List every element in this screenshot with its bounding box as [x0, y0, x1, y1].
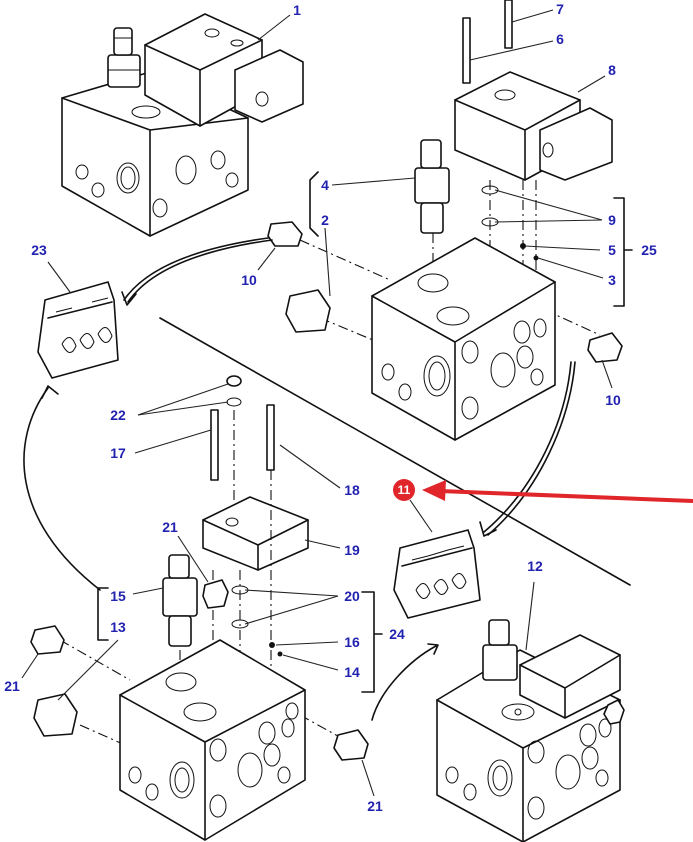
callout-4[interactable]: 4 — [321, 177, 329, 193]
callout-19[interactable]: 19 — [344, 542, 360, 558]
plug-10-right — [587, 332, 623, 363]
arrow-to-assembly-12 — [371, 645, 437, 721]
callout-2[interactable]: 2 — [321, 212, 329, 228]
seal-kit-bag-11 — [393, 529, 481, 619]
callout-23[interactable]: 23 — [31, 242, 47, 258]
plug-10-left — [267, 221, 303, 247]
callout-9[interactable]: 9 — [608, 212, 616, 228]
callout-24[interactable]: 24 — [389, 626, 405, 642]
callout-13[interactable]: 13 — [110, 619, 126, 635]
callout-6[interactable]: 6 — [556, 31, 564, 47]
callout-1[interactable]: 1 — [293, 2, 301, 18]
arrow-to-bag-23 — [127, 239, 273, 303]
separator-line — [159, 317, 631, 586]
valve-block-upper-exploded — [267, 0, 633, 441]
leader-lines — [21, 9, 613, 797]
callout-21-upper[interactable]: 21 — [162, 519, 178, 535]
valve-block-lower-exploded — [30, 375, 383, 841]
callout-22[interactable]: 22 — [110, 407, 126, 423]
callout-10-upper-right[interactable]: 10 — [605, 392, 621, 408]
highlight-badge-11[interactable]: 11 — [393, 479, 415, 501]
callout-17[interactable]: 17 — [110, 445, 126, 461]
callout-21-left[interactable]: 21 — [4, 678, 20, 694]
callout-16[interactable]: 16 — [344, 634, 360, 650]
highlight-arrow — [422, 480, 693, 503]
valve-assembly-top-left — [61, 13, 304, 237]
callout-15[interactable]: 15 — [110, 588, 126, 604]
callout-3[interactable]: 3 — [608, 272, 616, 288]
callout-10-upper-left[interactable]: 10 — [241, 272, 257, 288]
callout-12[interactable]: 12 — [527, 558, 543, 574]
callout-14[interactable]: 14 — [344, 664, 360, 680]
callout-20[interactable]: 20 — [344, 588, 360, 604]
plug-21-left — [30, 625, 65, 655]
callout-8[interactable]: 8 — [608, 62, 616, 78]
arrow-bag-23-to-block — [23, 387, 101, 591]
plug-13 — [33, 693, 78, 737]
plug-2 — [285, 289, 331, 333]
valve-assembly-bottom-right — [436, 619, 625, 842]
arrow-to-bag-11 — [487, 361, 576, 536]
callout-21-right[interactable]: 21 — [367, 798, 383, 814]
callout-7[interactable]: 7 — [556, 1, 564, 17]
callout-5[interactable]: 5 — [608, 242, 616, 258]
plug-21-right — [333, 729, 369, 761]
callout-18[interactable]: 18 — [344, 482, 360, 498]
subplate-19 — [202, 496, 309, 571]
seal-kit-bag-23 — [37, 281, 119, 379]
callout-25[interactable]: 25 — [641, 242, 657, 258]
